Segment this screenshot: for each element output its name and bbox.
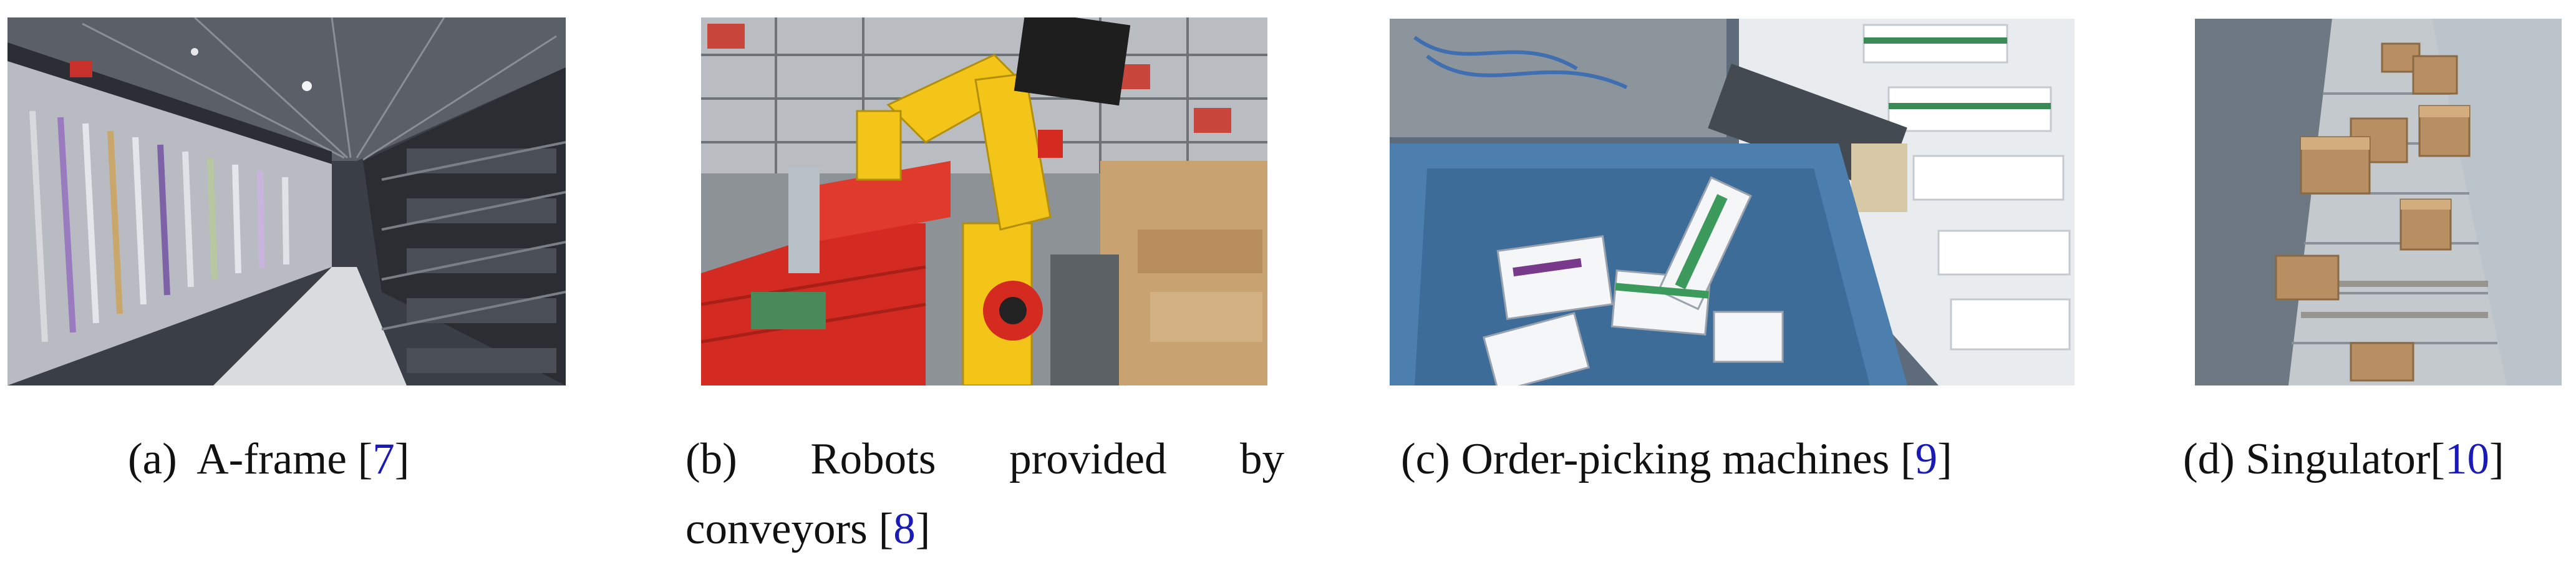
- caption-b-line2: conveyors [8]: [685, 505, 931, 553]
- caption-a-title: A-frame: [196, 435, 347, 483]
- robot-photo: [701, 17, 1267, 385]
- caption-b-label: (b): [685, 435, 737, 483]
- caption-d-label: (d): [2183, 435, 2235, 483]
- singulator-photo: [2195, 19, 2562, 385]
- caption-c-ref[interactable]: 9: [1915, 435, 1938, 483]
- singulator-illustration: [2195, 19, 2562, 385]
- caption-c-title: Order-picking machines: [1461, 435, 1890, 483]
- caption-a-label: (a): [128, 435, 177, 483]
- caption-b-title: Robots provided by: [810, 435, 1284, 483]
- caption-d: (d) Singulator[10]: [2183, 435, 2504, 483]
- caption-c: (c) Order-picking machines [9]: [1401, 435, 1952, 483]
- a-frame-illustration: [7, 17, 566, 385]
- caption-b-line1: (b) Robots provided by: [685, 427, 1284, 491]
- caption-d-ref[interactable]: 10: [2445, 435, 2490, 483]
- caption-b-title-cont: conveyors: [685, 505, 868, 553]
- a-frame-photo: [7, 17, 566, 385]
- order-picking-photo: [1390, 19, 2075, 385]
- caption-d-title: Singulator: [2245, 435, 2431, 483]
- caption-b-ref[interactable]: 8: [893, 505, 916, 553]
- order-picking-illustration: [1390, 19, 2075, 385]
- caption-c-label: (c): [1401, 435, 1450, 483]
- robot-illustration: [701, 17, 1267, 385]
- caption-a-ref[interactable]: 7: [372, 435, 395, 483]
- caption-a: (a) A-frame [7]: [128, 435, 410, 483]
